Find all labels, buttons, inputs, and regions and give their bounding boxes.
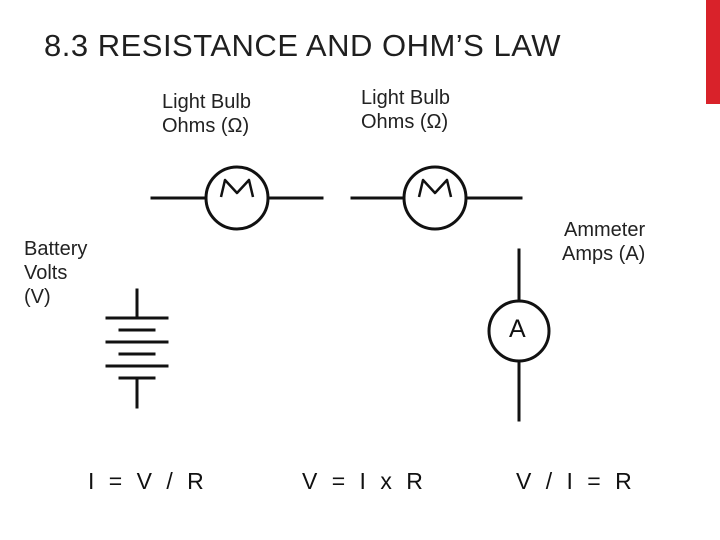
bulb2-label-line2: Ohms (Ω) — [361, 111, 449, 133]
equation-resistance: V / I = R — [516, 468, 636, 494]
accent-bar — [706, 0, 720, 104]
bulb1-label-line2: Ohms (Ω) — [162, 115, 250, 137]
equation-current: I = V / R — [88, 468, 208, 494]
equation-voltage: V = I x R — [302, 468, 427, 494]
bulb1-label-line1: Light Bulb — [162, 91, 251, 113]
battery-label-line1: Battery — [24, 238, 88, 260]
ammeter-label-line1: Ammeter — [564, 219, 646, 241]
slide-title: 8.3 RESISTANCE AND OHM’S LAW — [44, 28, 561, 63]
light-bulb-1 — [204, 165, 270, 231]
bulb1-label: Light Bulb Ohms (Ω) — [162, 90, 251, 138]
bulb2-label-line1: Light Bulb — [361, 87, 450, 109]
ammeter-label: Ammeter Amps (A) — [562, 218, 645, 266]
battery-label: Battery Volts (V) — [24, 237, 87, 309]
ammeter-label-line2: Amps (A) — [562, 243, 646, 265]
battery-label-line2: Volts — [24, 262, 68, 284]
battery-label-line3: (V) — [24, 286, 51, 308]
filament-icon — [219, 178, 255, 198]
bulb2-label: Light Bulb Ohms (Ω) — [361, 86, 450, 134]
light-bulb-2 — [402, 165, 468, 231]
ammeter-letter: A — [509, 315, 526, 343]
ammeter-symbol — [487, 299, 551, 363]
filament-icon — [417, 178, 453, 198]
